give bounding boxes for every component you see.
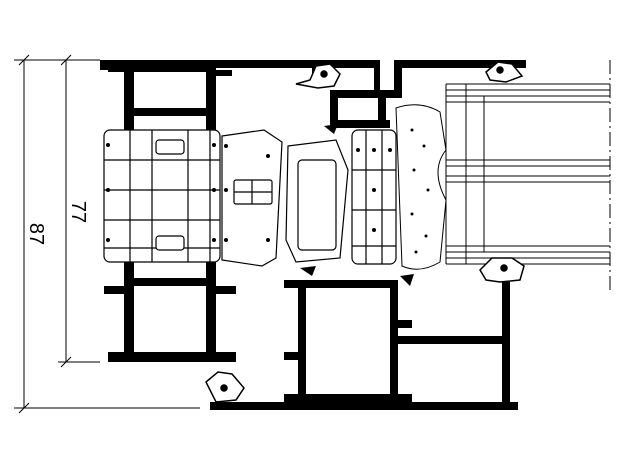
thermal-break-left	[103, 129, 221, 263]
gasket-top-left	[295, 63, 341, 89]
sash-profile-bottom	[210, 280, 518, 410]
dimension-77	[58, 54, 100, 368]
thermal-break-left-dots	[106, 143, 216, 242]
gasket-bottom-left	[205, 371, 245, 403]
sash-insulation-center	[221, 129, 349, 267]
thermal-break-right-dots	[356, 148, 392, 232]
glass-pane	[445, 83, 610, 265]
thermal-break-right	[351, 129, 397, 265]
glazing-spacer-dots	[410, 128, 430, 254]
gasket-center-small	[300, 124, 414, 286]
sash-insulation-center-dots	[224, 144, 270, 242]
gasket-top-right	[485, 61, 524, 83]
inner-height-label: 77	[67, 201, 89, 223]
glazing-spacer	[395, 104, 447, 270]
frame-profile-left	[100, 60, 312, 362]
gasket-bottom-right	[479, 257, 525, 283]
outer-height-label: 87	[25, 223, 47, 245]
